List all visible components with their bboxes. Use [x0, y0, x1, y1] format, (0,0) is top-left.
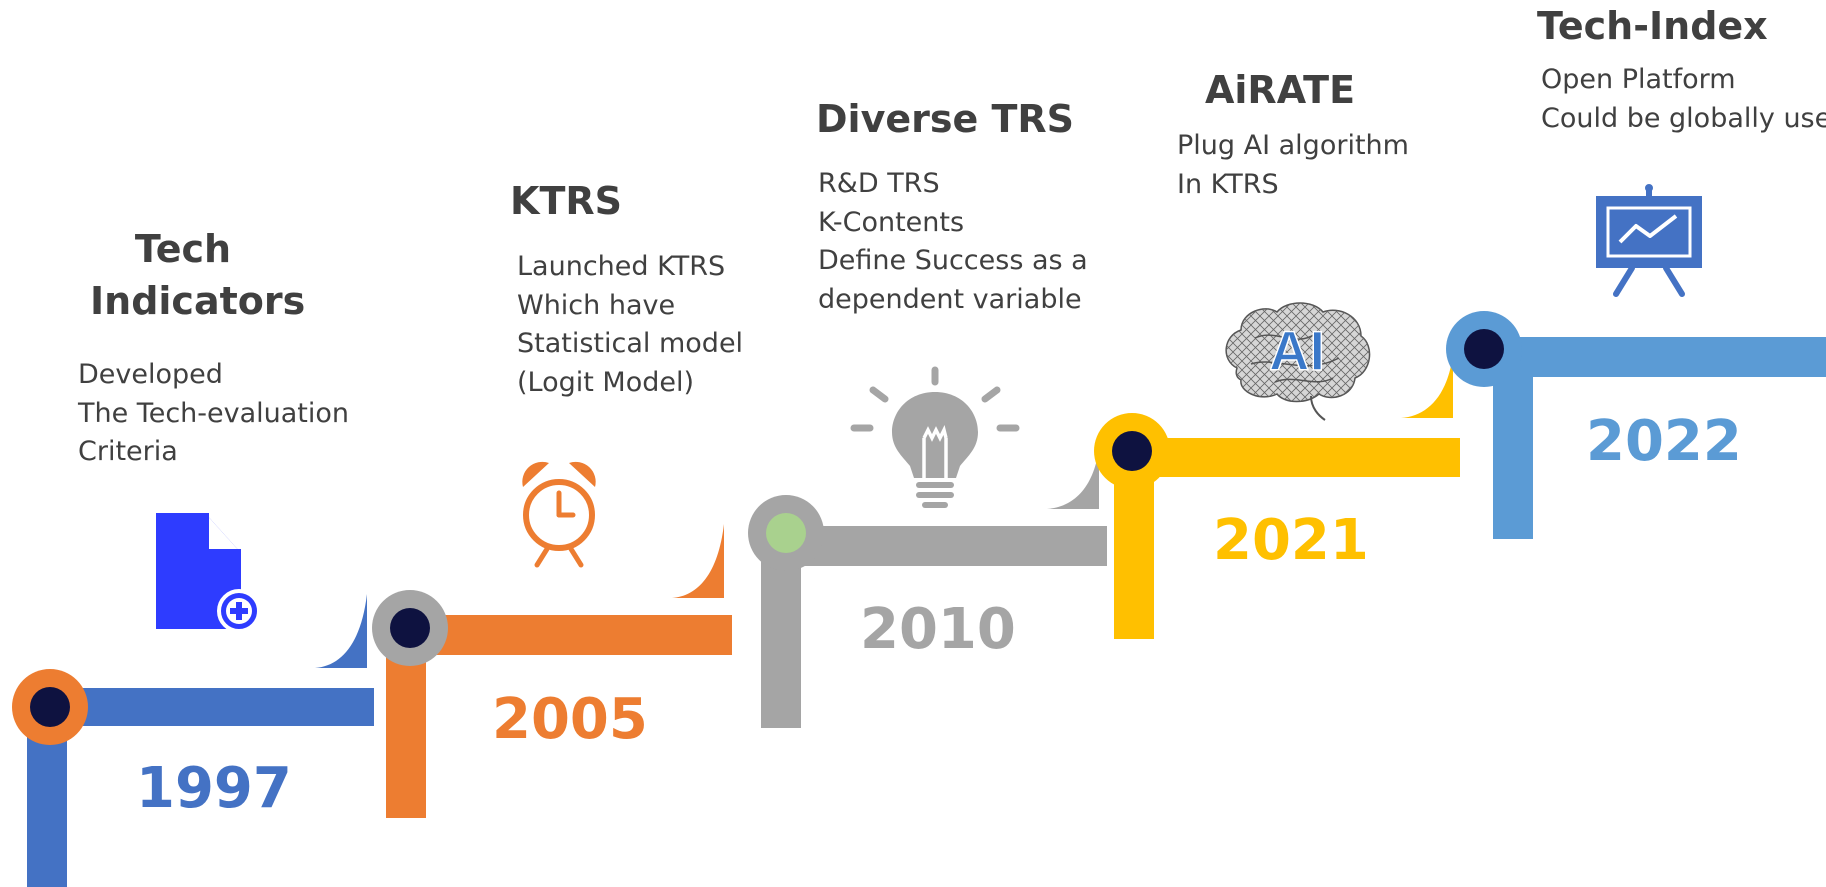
desc-line: In KTRS	[1177, 168, 1279, 200]
desc-line: Open Platform	[1541, 64, 1736, 95]
node-center-dot	[30, 687, 70, 727]
year-label-2010: 2010	[860, 597, 1016, 662]
document-plus-icon	[156, 513, 261, 633]
title-line: KTRS	[510, 179, 622, 223]
presentation-board-icon	[1596, 184, 1702, 297]
desc-line: (Logit Model)	[517, 366, 695, 398]
desc-line: K-Contents	[818, 206, 965, 238]
desc-line: dependent variable	[818, 283, 1082, 315]
milestone-title-2010: Diverse TRS	[816, 93, 1074, 145]
year-label-2021: 2021	[1213, 508, 1369, 573]
ai-brain-label: AI	[1269, 319, 1325, 382]
desc-line: Criteria	[78, 436, 178, 467]
milestone-title-2022: Tech-Index	[1537, 0, 1768, 52]
title-line: Diverse TRS	[816, 97, 1075, 141]
node-center-dot	[1112, 431, 1152, 471]
milestone-desc-2010: R&D TRS K-Contents Define Success as a d…	[818, 165, 1088, 319]
page-curl-2005	[672, 524, 724, 598]
title-line: AiRATE	[1205, 68, 1356, 112]
page-curl-2010	[1047, 449, 1099, 509]
ai-brain-icon: AI	[1225, 302, 1371, 421]
timeline-step-2010-horizontal	[780, 526, 1107, 566]
timeline-node-2005	[372, 590, 448, 666]
timeline-step-2021-horizontal	[1148, 438, 1460, 477]
page-curl-2021	[1401, 355, 1453, 418]
desc-line: Could be globally used	[1541, 102, 1826, 134]
milestone-title-2005: KTRS	[510, 175, 622, 227]
timeline-step-2005-horizontal	[410, 615, 732, 655]
timeline-step-2010-vertical	[761, 540, 801, 728]
page-curl-1997	[315, 594, 367, 668]
year-label-2005: 2005	[492, 687, 648, 752]
milestone-desc-2021: Plug AI algorithm In KTRS	[1177, 127, 1409, 204]
desc-line: Statistical model	[517, 328, 744, 359]
alarm-clock-icon	[522, 461, 596, 568]
node-center-dot	[1464, 329, 1504, 369]
timeline-step-1997-horizontal	[50, 688, 374, 726]
desc-line: Plug AI algorithm	[1177, 130, 1409, 161]
title-line: Tech	[134, 227, 232, 271]
desc-line: Define Success as a	[818, 245, 1088, 276]
timeline-node-2021	[1094, 413, 1170, 489]
desc-line: Launched KTRS	[517, 251, 726, 282]
title-line: Tech-Index	[1537, 4, 1768, 48]
milestone-title-2021: AiRATE	[1205, 64, 1355, 116]
desc-line: Which have	[517, 289, 676, 321]
timeline-step-2022-horizontal	[1500, 337, 1826, 377]
node-center-dot	[766, 513, 806, 553]
milestone-desc-2005: Launched KTRS Which have Statistical mod…	[517, 248, 743, 402]
desc-line: R&D TRS	[818, 168, 940, 199]
desc-line: The Tech-evaluation	[78, 397, 350, 429]
lightbulb-icon	[850, 366, 1020, 508]
desc-line: Developed	[78, 359, 223, 390]
year-label-2022: 2022	[1586, 409, 1742, 474]
timeline-node-2010	[748, 495, 824, 571]
timeline-node-1997	[12, 669, 88, 745]
year-label-1997: 1997	[136, 756, 292, 821]
node-center-dot	[390, 608, 430, 648]
milestone-desc-2022: Open Platform Could be globally used	[1541, 61, 1826, 138]
timeline-step-2022-vertical	[1493, 356, 1533, 539]
milestone-desc-1997: Developed The Tech-evaluation Criteria	[78, 356, 349, 472]
title-line: Indicators	[90, 279, 306, 323]
timeline-node-2022	[1446, 311, 1522, 387]
milestone-title-1997: Tech Indicators	[90, 223, 306, 327]
